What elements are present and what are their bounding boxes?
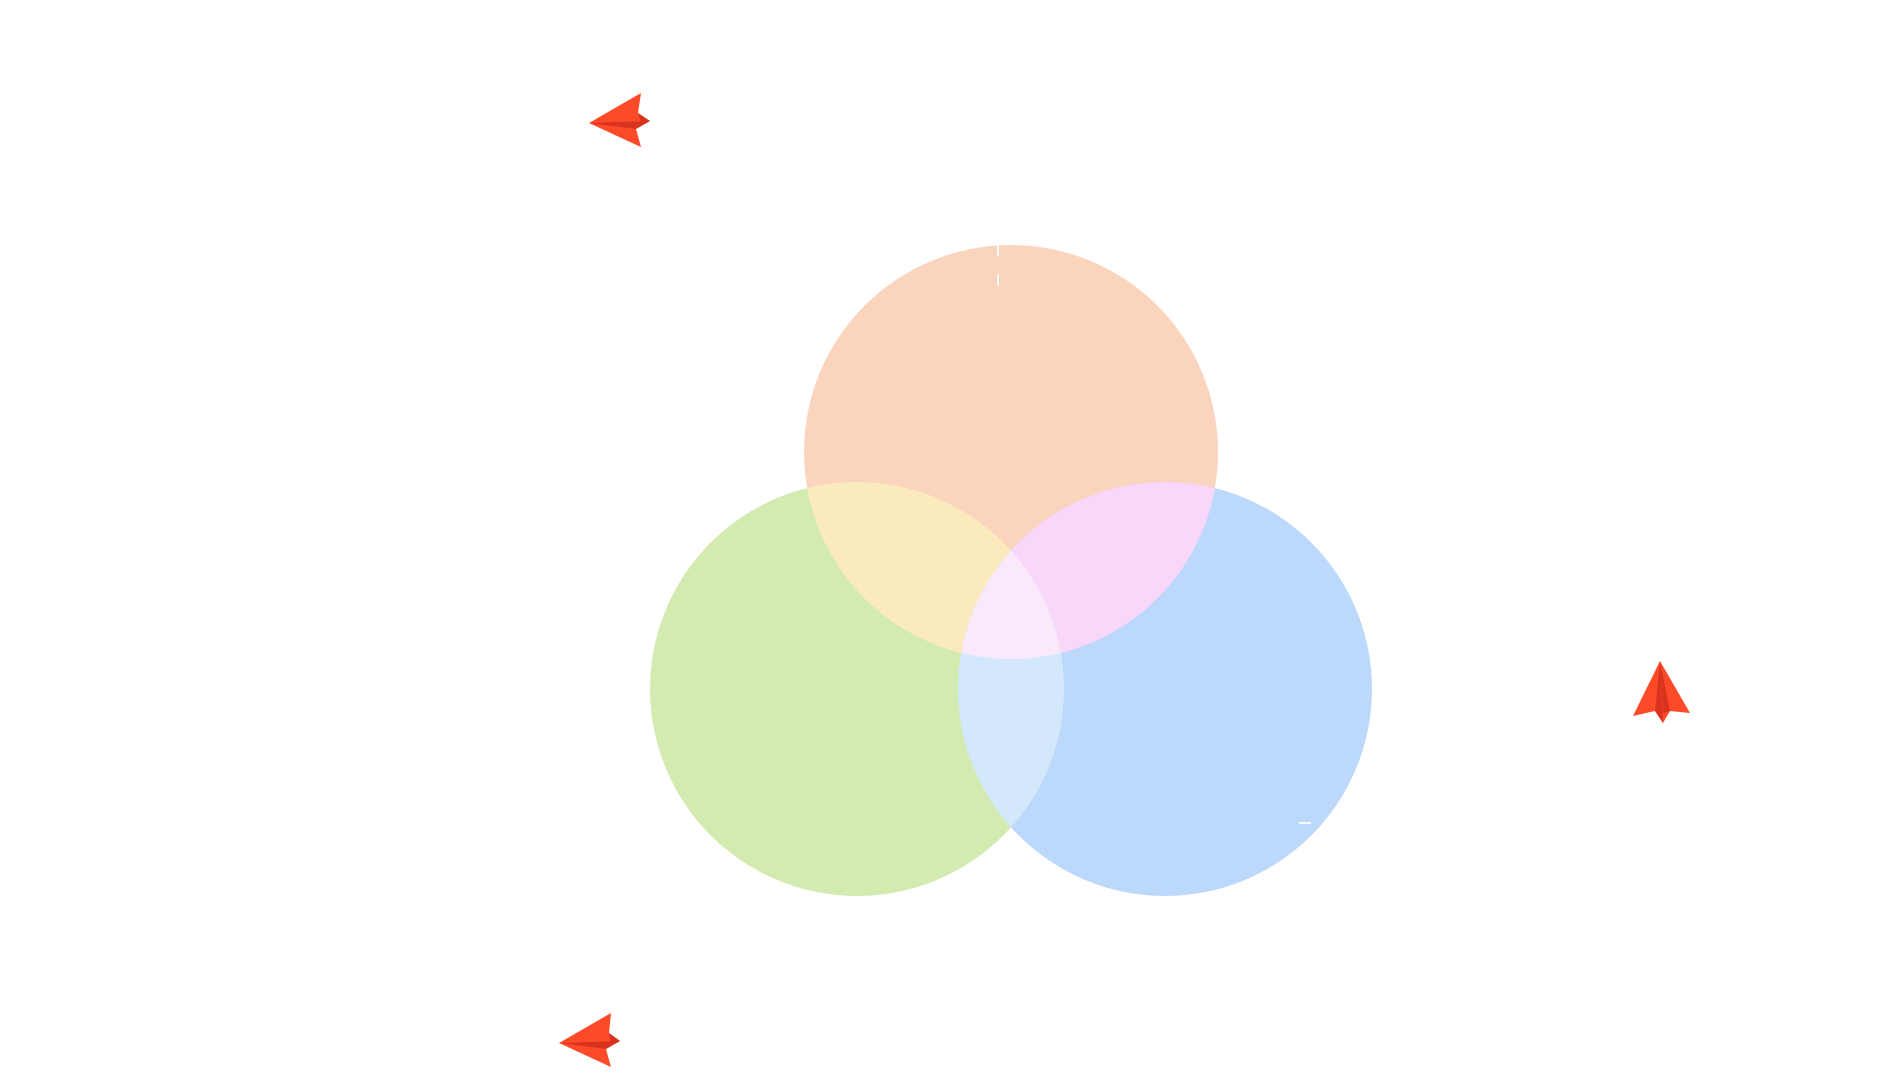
venn-overlap-top-left xyxy=(804,482,1064,659)
venn-overlap-top-right xyxy=(958,482,1218,659)
paper-plane-icon xyxy=(559,1013,620,1067)
paper-plane-icon xyxy=(589,93,650,147)
paper-plane-icon xyxy=(1633,661,1690,723)
decorative-tick-marks xyxy=(997,244,1311,824)
